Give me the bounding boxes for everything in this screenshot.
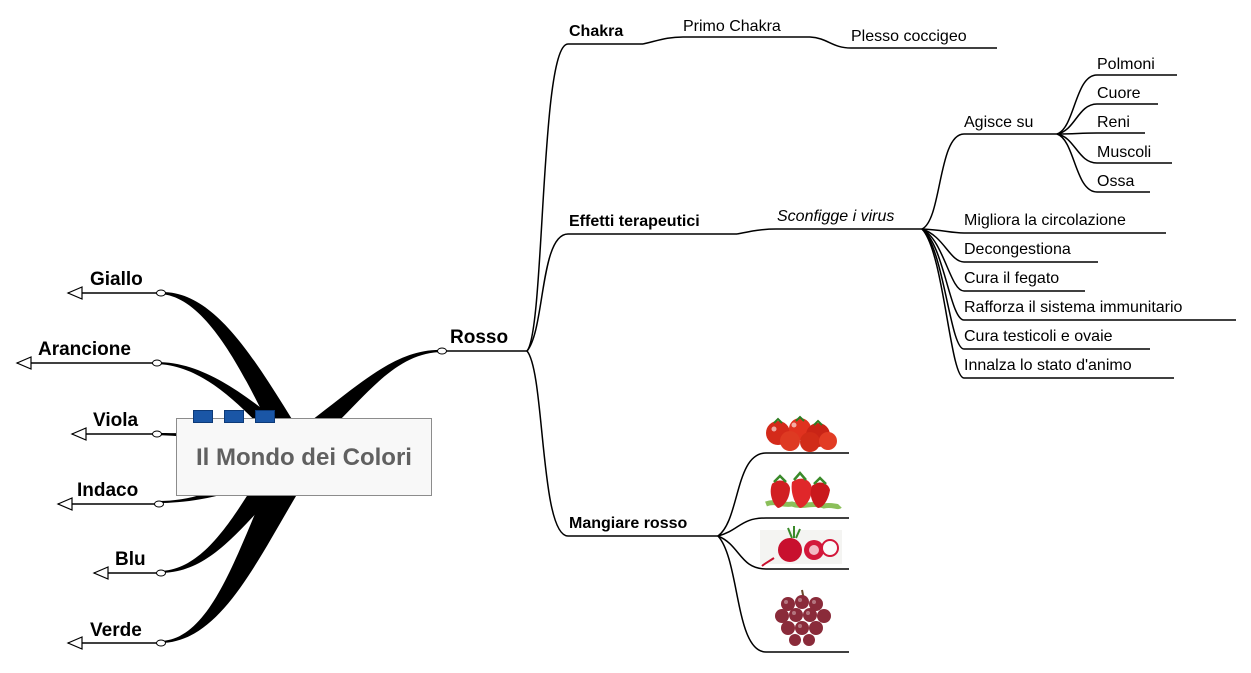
topic-arancione[interactable]: Arancione — [38, 339, 131, 360]
topic-effect-item[interactable]: Cura testicoli e ovaie — [964, 328, 1113, 345]
central-topic[interactable]: Il Mondo dei Colori — [176, 418, 432, 496]
arrow-icon — [92, 566, 109, 580]
radishes-image[interactable] — [760, 526, 842, 568]
handle-icon — [154, 500, 164, 508]
arrow-icon — [56, 497, 73, 511]
handle-icon — [156, 569, 166, 577]
handle-icon — [152, 430, 162, 438]
topic-effect-item[interactable]: Rafforza il sistema immunitario — [964, 299, 1183, 316]
topic-muscoli[interactable]: Muscoli — [1097, 144, 1152, 161]
topic-polmoni[interactable]: Polmoni — [1097, 56, 1155, 73]
strawberries-image[interactable] — [762, 470, 842, 512]
topic-effect-item[interactable]: Cura il fegato — [964, 270, 1060, 287]
topic-viola[interactable]: Viola — [93, 410, 139, 431]
branch-verde — [160, 462, 312, 643]
topic-chakra[interactable]: Chakra — [569, 23, 624, 40]
topic-reni[interactable]: Reni — [1097, 114, 1130, 131]
topic-ossa[interactable]: Ossa — [1097, 173, 1135, 190]
topic-mangiare-rosso[interactable]: Mangiare rosso — [569, 515, 688, 532]
topic-blu[interactable]: Blu — [115, 549, 146, 570]
topic-plesso-coccigeo[interactable]: Plesso coccigeo — [851, 28, 967, 45]
expand-handles[interactable] — [152, 289, 447, 647]
topic-cuore[interactable]: Cuore — [1097, 85, 1141, 102]
topic-effect-item[interactable]: Migliora la circolazione — [964, 212, 1126, 229]
branch-rosso — [312, 349, 443, 424]
topic-giallo[interactable]: Giallo — [90, 269, 143, 290]
topic-effect-item[interactable]: Innalza lo stato d'animo — [964, 357, 1132, 374]
link-icon[interactable] — [255, 410, 275, 423]
handle-icon — [152, 359, 162, 367]
arrow-icon — [66, 286, 83, 300]
attachment-icon[interactable] — [224, 410, 244, 423]
grapes-image[interactable] — [772, 588, 834, 648]
arrow-icon — [66, 636, 83, 650]
topic-primo-chakra[interactable]: Primo Chakra — [683, 18, 781, 35]
handle-icon — [156, 289, 166, 297]
collapse-arrows — [15, 286, 109, 650]
topic-verde[interactable]: Verde — [90, 620, 142, 641]
arrow-icon — [70, 427, 87, 441]
topic-indaco[interactable]: Indaco — [77, 480, 139, 501]
thin-connectors — [17, 36, 1236, 653]
topic-sconfigge-i-virus[interactable]: Sconfigge i virus — [777, 208, 895, 225]
topic-rosso[interactable]: Rosso — [450, 327, 509, 348]
arrow-icon — [15, 356, 32, 370]
notes-icon[interactable] — [193, 410, 213, 423]
branch-giallo — [160, 291, 300, 432]
central-topic-title: Il Mondo dei Colori — [196, 444, 412, 471]
handle-icon — [156, 639, 166, 647]
tomatoes-image[interactable] — [760, 415, 840, 453]
topic-agisce-su[interactable]: Agisce su — [964, 114, 1034, 131]
handle-icon — [437, 347, 447, 355]
topic-effetti-terapeutici[interactable]: Effetti terapeutici — [569, 213, 700, 230]
topic-effect-item[interactable]: Decongestiona — [964, 241, 1071, 258]
